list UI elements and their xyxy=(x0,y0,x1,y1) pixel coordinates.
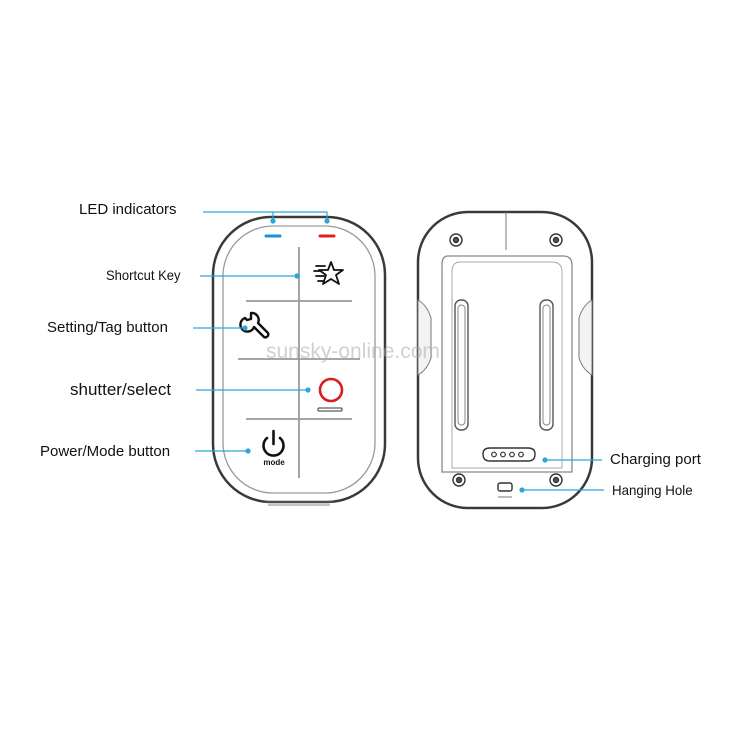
shutter-select-label: shutter/select xyxy=(70,380,172,399)
hanging-hole-label: Hanging Hole xyxy=(612,482,693,498)
leader-lines-right xyxy=(519,457,604,493)
charging-port xyxy=(482,447,536,462)
charging-port-label: Charging port xyxy=(610,451,701,468)
wrench-icon xyxy=(239,311,270,339)
led-indicators-label: LED indicators xyxy=(79,201,177,218)
setting-tag-button-label: Setting/Tag button xyxy=(47,319,168,336)
power-button-caption: mode xyxy=(263,458,285,467)
remote-front xyxy=(211,215,387,506)
remote-back xyxy=(416,210,594,510)
hanging-hole xyxy=(497,482,513,498)
record-circle-icon xyxy=(317,377,344,412)
power-icon xyxy=(262,429,285,457)
shortcut-key-label: Shortcut Key xyxy=(106,267,181,283)
leader-lines-left xyxy=(193,211,330,454)
star-speed-icon xyxy=(313,261,344,285)
power-mode-button-label: Power/Mode button xyxy=(40,443,171,460)
watermark: sunsky-online.com xyxy=(266,340,440,363)
